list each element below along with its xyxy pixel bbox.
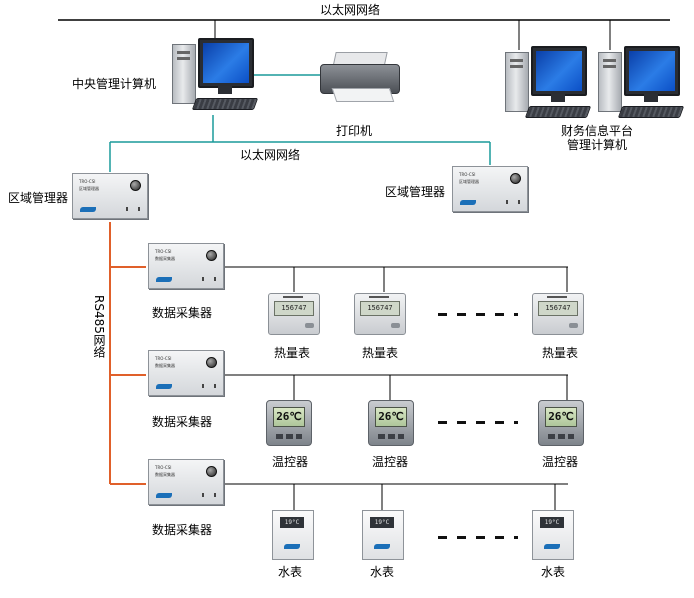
finance-platform-label-2: 管理计算机 (566, 138, 628, 152)
water-meter-label: 水表 (277, 565, 303, 579)
ethernet-top-label: 以太网网络 (320, 3, 381, 17)
area-manager-label-right: 区域管理器 (385, 185, 446, 199)
thermostat-label: 温控器 (541, 455, 579, 469)
collector-label-2: 数据采集器 (152, 415, 213, 429)
heat-meter-label: 热量表 (273, 346, 311, 360)
heat-meter-device: 156747 (354, 293, 406, 335)
heat-meter-label: 热量表 (541, 346, 579, 360)
thermostat-label: 温控器 (271, 455, 309, 469)
ethernet-mid-label: 以太网网络 (240, 148, 301, 162)
thermostat-label: 温控器 (371, 455, 409, 469)
collector-label-3: 数据采集器 (152, 523, 213, 537)
ellipsis-dashes (438, 421, 518, 424)
rs485-label: RS485网络 (92, 295, 106, 358)
thermostat-device: 26℃ (538, 400, 584, 446)
collector-label-1: 数据采集器 (152, 306, 213, 320)
heat-meter-label: 热量表 (361, 346, 399, 360)
central-computer-icon (172, 38, 259, 114)
area-manager-label-left: 区域管理器 (8, 191, 69, 205)
water-meter-label: 水表 (540, 565, 566, 579)
printer-icon (320, 52, 400, 102)
ellipsis-dashes (438, 536, 518, 539)
finance-computer-icon (598, 46, 685, 122)
water-meter-device: 19°C (362, 510, 404, 560)
finance-computer-icon (505, 46, 592, 122)
water-meter-device: 19°C (272, 510, 314, 560)
heat-meter-device: 156747 (268, 293, 320, 335)
printer-label: 打印机 (336, 124, 373, 138)
finance-platform-label: 财务信息平台 (560, 124, 634, 138)
thermostat-device: 26℃ (368, 400, 414, 446)
water-meter-label: 水表 (369, 565, 395, 579)
central-computer-label: 中央管理计算机 (72, 77, 157, 91)
heat-meter-device: 156747 (532, 293, 584, 335)
thermostat-device: 26℃ (266, 400, 312, 446)
ellipsis-dashes (438, 313, 518, 316)
water-meter-device: 19°C (532, 510, 574, 560)
